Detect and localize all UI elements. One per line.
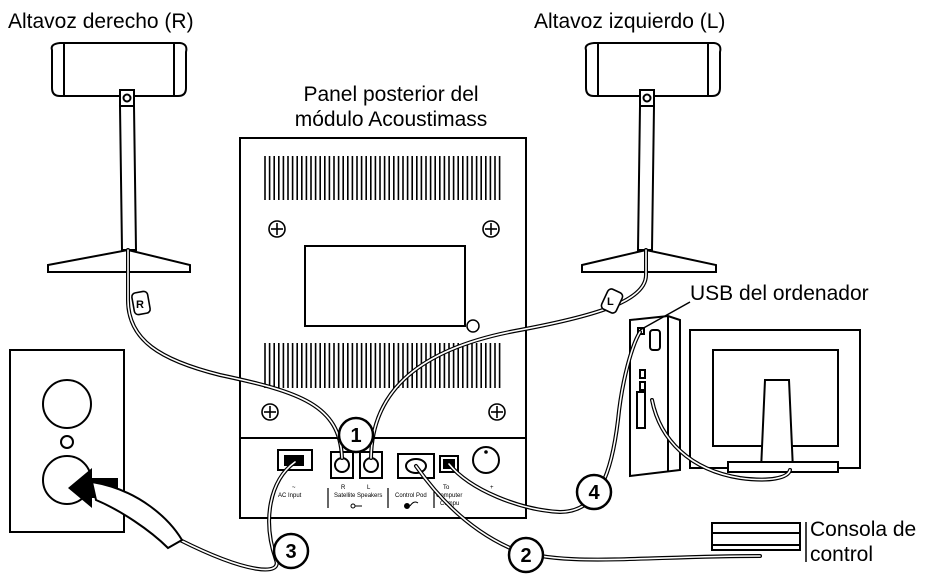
vent-slots-bottom: [264, 343, 501, 388]
usb-label: USB del ordenador: [690, 282, 869, 305]
right-speaker: [47, 42, 191, 273]
ac-input-text: AC Input: [278, 493, 302, 499]
console-label-line2: control: [810, 543, 874, 566]
panel-title-line1: Panel posterior del: [303, 83, 479, 106]
control-pod-text: Control Pod: [395, 493, 427, 499]
ac-symbol: ~: [292, 485, 296, 491]
svg-text:R: R: [136, 299, 144, 311]
monitor: [689, 329, 861, 473]
svg-text:2: 2: [520, 545, 531, 567]
panel-screws: [261, 220, 506, 421]
svg-text:L: L: [607, 296, 614, 308]
svg-text:4: 4: [588, 482, 600, 504]
r-jack-text: R: [341, 485, 346, 491]
label-plate: [304, 245, 466, 327]
cable-tag-r: R: [131, 290, 151, 316]
left-speaker-label: Altavoz izquierdo (L): [534, 10, 726, 33]
callout-3: 3: [272, 532, 310, 570]
svg-text:1: 1: [350, 425, 361, 447]
right-speaker-label: Altavoz derecho (R): [8, 10, 194, 33]
round-jack: [472, 446, 500, 474]
console-label-line1: Consola de: [810, 518, 917, 541]
power-plug: [90, 480, 184, 550]
vent-slots-top: [264, 156, 501, 200]
to-text: To: [443, 485, 450, 491]
acoustimass-rear-panel: ~ AC Input R L Satellite Speakers Contro…: [239, 137, 527, 519]
svg-text:3: 3: [285, 541, 296, 563]
l-jack-text: L: [367, 485, 371, 491]
cable-tag-l: L: [600, 288, 624, 314]
ac-input-socket: [277, 449, 313, 471]
plus-text: +: [490, 485, 494, 491]
callout-2: 2: [507, 536, 545, 574]
callout-4: 4: [575, 473, 613, 511]
callout-1: 1: [337, 416, 375, 454]
control-console: [711, 522, 801, 551]
left-speaker: [581, 42, 722, 273]
panel-title-line2: módulo Acoustimass: [294, 108, 488, 131]
satellite-speakers-text: Satellite Speakers: [334, 493, 382, 499]
computer-text: Computer: [436, 493, 462, 499]
